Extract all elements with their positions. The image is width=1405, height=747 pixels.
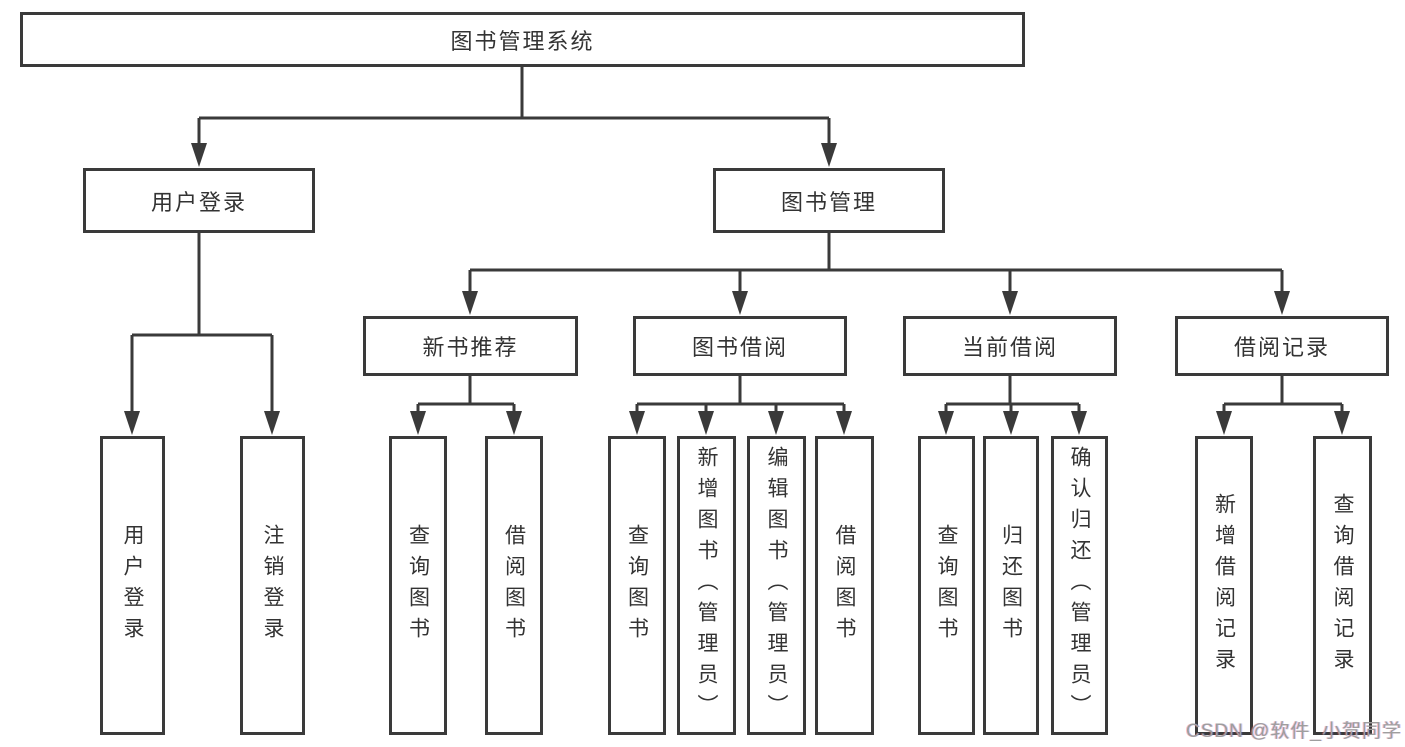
- node-label: 查询图书: [406, 523, 430, 648]
- node-label: 查询借阅记录: [1331, 492, 1354, 679]
- node-book-borrowing: 图书借阅: [633, 316, 847, 376]
- node-label: 新增图书（管理员）: [695, 446, 718, 725]
- node-label: 查询图书: [625, 523, 649, 648]
- leaf-bb-add-books-admin: 新增图书（管理员）: [677, 436, 736, 735]
- leaf-bb-borrow-books: 借阅图书: [815, 436, 874, 735]
- node-book-management: 图书管理: [713, 168, 945, 233]
- leaf-user-login: 用户登录: [100, 436, 165, 735]
- node-label: 用户登录: [150, 189, 247, 215]
- node-label: 借阅记录: [1233, 335, 1330, 360]
- node-label: 新增借阅记录: [1212, 492, 1236, 679]
- node-label: 查询图书: [935, 523, 958, 648]
- leaf-bb-edit-books-admin: 编辑图书（管理员）: [747, 436, 806, 735]
- node-label: 归还图书: [999, 523, 1023, 648]
- leaf-br-add-record: 新增借阅记录: [1195, 436, 1253, 735]
- node-label: 用户登录: [121, 523, 144, 648]
- node-label: 借阅图书: [502, 523, 526, 648]
- node-label: 注销登录: [261, 523, 284, 648]
- leaf-cb-return-books: 归还图书: [983, 436, 1039, 735]
- node-user-login: 用户登录: [83, 168, 315, 233]
- node-label: 编辑图书（管理员）: [765, 446, 788, 725]
- node-label: 确认归还（管理员）: [1068, 446, 1091, 725]
- node-borrowing-records: 借阅记录: [1175, 316, 1389, 376]
- leaf-cb-confirm-return-admin: 确认归还（管理员）: [1051, 436, 1108, 735]
- node-label: 借阅图书: [833, 523, 856, 648]
- node-library-management-system: 图书管理系统: [20, 12, 1025, 67]
- leaf-br-query-record: 查询借阅记录: [1313, 436, 1372, 735]
- csdn-watermark: CSDN @软件_小贺同学: [1186, 721, 1402, 742]
- leaf-bb-query-books: 查询图书: [608, 436, 666, 735]
- node-label: 图书借阅: [691, 335, 788, 360]
- leaf-logout: 注销登录: [240, 436, 305, 735]
- node-current-borrowing: 当前借阅: [903, 316, 1117, 376]
- node-label: 图书管理系统: [450, 28, 595, 54]
- node-label: 当前借阅: [961, 335, 1058, 360]
- node-label: 图书管理: [780, 189, 877, 215]
- node-new-book-recommend: 新书推荐: [363, 316, 578, 376]
- leaf-cb-query-books: 查询图书: [918, 436, 975, 735]
- leaf-nb-borrow-books: 借阅图书: [485, 436, 543, 735]
- leaf-nb-query-books: 查询图书: [389, 436, 447, 735]
- node-label: 新书推荐: [422, 335, 519, 360]
